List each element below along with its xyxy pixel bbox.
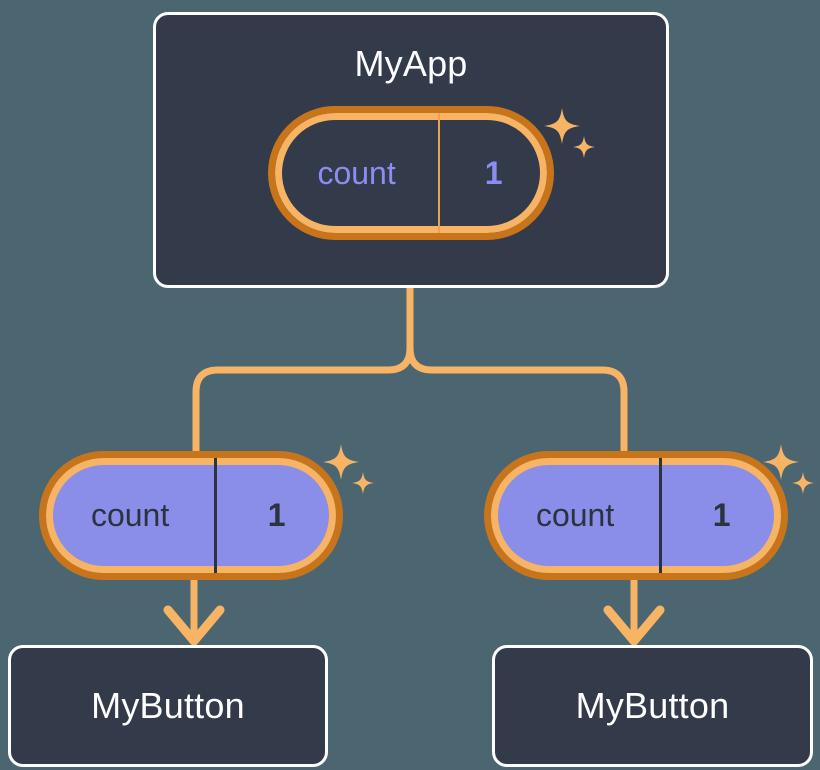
state-key: count [90,497,170,533]
arrow-down-icon-left [163,578,225,646]
state-pill[interactable]: count 1 [268,106,554,240]
state-value: 1 [659,458,781,573]
state-key: count [317,154,396,191]
component-title: MyButton [91,685,245,726]
page-title: MyApp [354,43,468,84]
state-pill[interactable]: count 1 [39,451,343,580]
left-state-pill[interactable]: count 1 [39,451,343,580]
state-key: count [535,497,615,533]
connector-left-branch [192,284,414,456]
arrow-down-icon-right [603,578,665,646]
right-state-pill[interactable]: count 1 [484,451,788,580]
state-value: 1 [438,113,547,233]
state-pill[interactable]: count 1 [484,451,788,580]
connector-right-branch [406,344,628,456]
state-value: 1 [214,458,336,573]
left-leaf-component-box[interactable]: MyButton [8,645,328,767]
component-title: MyButton [575,685,730,726]
root-state-pill[interactable]: count 1 [268,106,554,240]
right-leaf-component-box[interactable]: MyButton [492,645,813,767]
